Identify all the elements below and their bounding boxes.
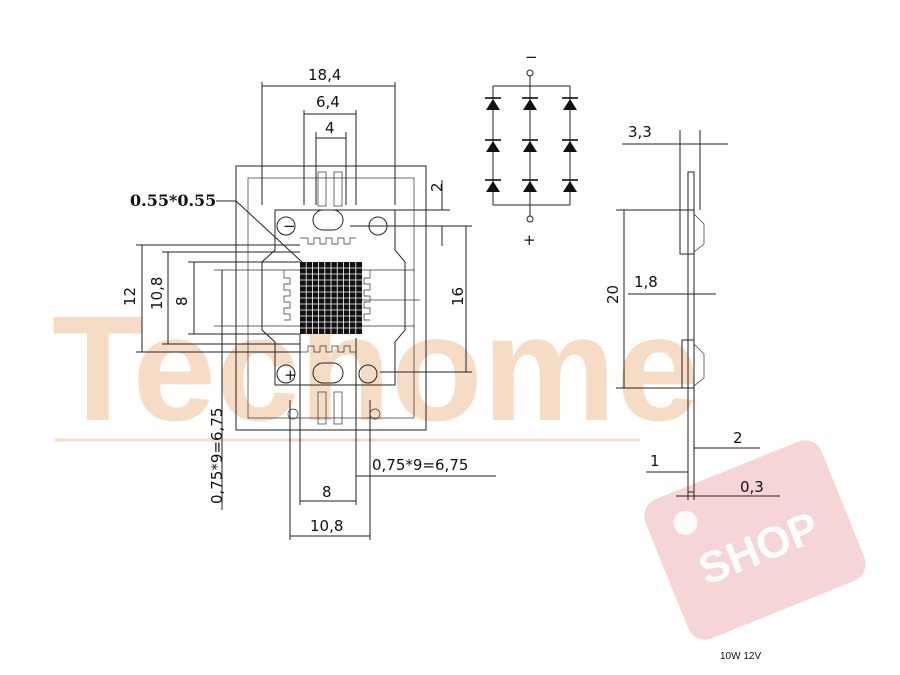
dim-side-gap: 2 [733,429,743,447]
pad-top-2 [333,171,343,207]
bond-strip-left [283,270,291,321]
dim-right-height: 16 [449,287,467,306]
diode-symbol [486,181,500,192]
mount-hole-tl [276,216,296,236]
side-lens-bottom [681,339,695,389]
die-size-leader [216,200,303,263]
dim-left-mid: 10,8 [148,277,166,310]
diode-symbol [563,141,577,152]
bottom-slot [312,362,344,384]
dim-pitch-vertical: 0,75*9=6,75 [208,408,226,504]
pad-top-1 [317,171,327,207]
mount-hole-br [358,364,378,384]
mount-hole-bl [276,364,296,384]
dim-side-left: 1 [650,452,660,470]
die-grid [300,262,362,334]
pad-plus-mark: + [284,366,297,384]
positive-terminal-node [526,215,534,223]
watermark-brand-text: Techome [52,284,699,452]
watermark-shop-badge: SHOP [644,440,866,640]
substrate-inner [247,177,415,419]
product-caption: 10W 12V [720,651,761,662]
dim-top-inner: 4 [325,119,335,137]
dim-top-overall: 18,4 [308,66,341,84]
pad-bottom-1 [317,391,327,425]
diode-symbol [523,141,537,152]
top-view-dimensions: 18,4 6,4 4 0.55*0.55 2 16 12 10,8 [121,66,496,540]
bond-strip-right [363,270,371,321]
diode-symbol [563,181,577,192]
side-pin-bottom [693,343,705,387]
dim-left-inner: 8 [173,296,191,306]
dim-left-outer: 12 [121,287,139,306]
dim-die-size: 0.55*0.55 [130,191,216,210]
dim-gap-right: 2 [428,182,446,192]
pad-bottom-2 [333,391,343,425]
schematic-plus-label: + [523,231,536,249]
dim-bottom-outer: 10,8 [310,517,343,535]
diode-symbol [486,99,500,110]
dim-bottom-inner: 8 [322,483,332,501]
side-substrate [687,171,695,493]
negative-terminal-node [526,69,534,77]
dim-pitch-horizontal: 0,75*9=6,75 [372,456,468,474]
diode-strings [485,86,578,205]
side-view-dimensions: 3,3 20 1,8 2 1 0,3 [604,123,780,500]
dim-side-thickness: 0,3 [740,478,764,496]
side-lens-top [679,209,695,255]
badge-hole [673,510,698,535]
bond-strip-bottom [300,345,356,353]
side-pin-top [693,213,705,253]
diode-symbol [523,181,537,192]
substrate-outline [235,165,427,431]
diode-symbol [563,99,577,110]
dim-side-top-width: 3,3 [628,123,652,141]
watermark-brand: Techome [52,284,699,452]
top-slot [312,209,344,231]
dim-side-mid: 1,8 [634,273,658,291]
badge-shape [644,440,866,640]
dim-side-height: 20 [604,285,622,304]
pad-minus-mark: − [283,217,296,235]
dim-top-mid: 6,4 [316,93,340,111]
schematic-minus-label: − [525,48,538,66]
side-view [679,171,705,493]
diode-symbol [523,99,537,110]
bond-strip-top [300,237,356,245]
diode-symbol [486,141,500,152]
circuit-schematic: − + [485,48,578,249]
small-hole-bl [287,408,299,420]
